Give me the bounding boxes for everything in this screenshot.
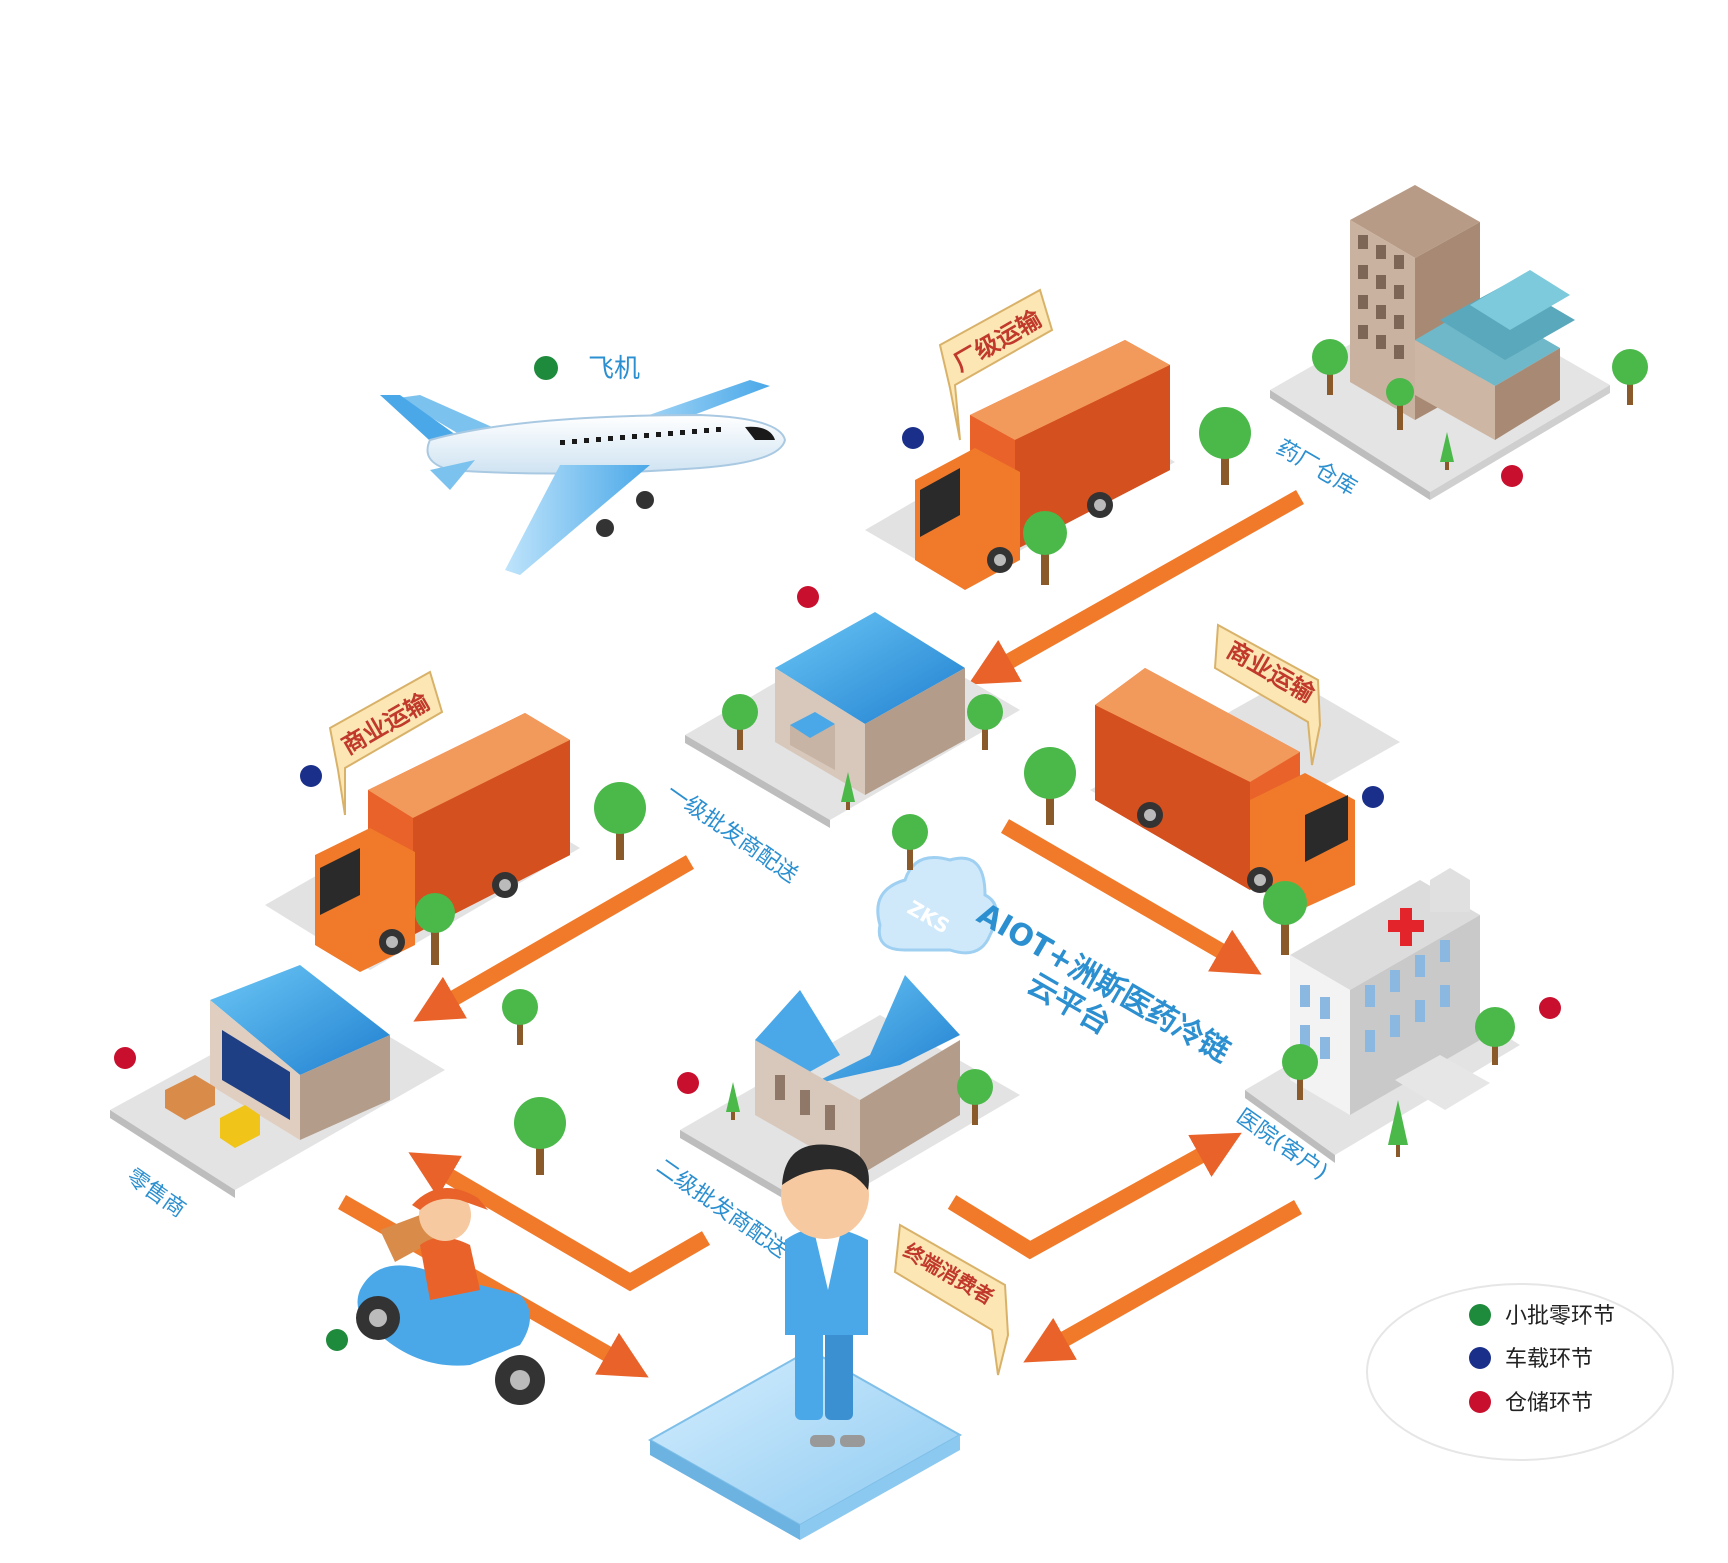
trees xyxy=(415,339,1648,1175)
factory-truck xyxy=(865,340,1175,590)
end-consumer-tag: 终端消费者 xyxy=(893,1223,1010,1376)
arrow-secondary-to-hospital xyxy=(947,1132,1242,1260)
legend-item-storage: 仓储环节 xyxy=(1469,1391,1593,1416)
legend-dot-small-retail xyxy=(1469,1304,1491,1326)
tree xyxy=(502,989,538,1045)
arrow-truck-to-hospital xyxy=(1000,819,1262,975)
tree xyxy=(1263,881,1307,955)
legend-label-storage: 仓储环节 xyxy=(1505,1391,1593,1416)
tree-cone xyxy=(1440,432,1454,470)
retailer-label: 零售商 xyxy=(122,1164,190,1222)
legend-item-small-retail: 小批零环节 xyxy=(1469,1304,1615,1329)
primary-wholesaler-storage-dot xyxy=(797,586,819,608)
cloud-platform: ZKS xyxy=(876,856,998,955)
legend-dot-storage xyxy=(1469,1391,1491,1413)
tree xyxy=(957,1069,993,1125)
tree xyxy=(1199,407,1251,485)
commercial-truck-right xyxy=(1090,668,1400,910)
factory-truck-vehicle-dot xyxy=(902,427,924,449)
scooter-retail-dot xyxy=(326,1329,348,1351)
end-consumer xyxy=(647,1144,963,1540)
retailer-storage-dot xyxy=(114,1047,136,1069)
warehouse-windows xyxy=(1358,235,1404,359)
hospital xyxy=(1245,868,1520,1163)
commercial-truck-left xyxy=(265,713,580,972)
tree-cone xyxy=(1388,1100,1408,1157)
legend-item-vehicle: 车载环节 xyxy=(1469,1347,1593,1372)
airplane xyxy=(380,380,787,575)
pharma-warehouse xyxy=(1270,185,1610,500)
scooter-courier xyxy=(356,1188,545,1405)
primary-wholesaler-building xyxy=(685,612,1020,828)
tree xyxy=(1023,511,1067,585)
tree xyxy=(1612,349,1648,405)
tree xyxy=(1386,378,1414,430)
legend: 小批零环节 车载环节 仓储环节 xyxy=(1366,1283,1674,1461)
hospital-cross xyxy=(1388,908,1424,946)
tree xyxy=(1282,1044,1318,1100)
retailer-warehouse xyxy=(110,965,445,1198)
tree xyxy=(514,1097,566,1175)
legend-label-vehicle: 车载环节 xyxy=(1505,1347,1593,1372)
tree xyxy=(415,893,455,965)
tree-cone xyxy=(841,772,855,810)
arrow-secondary-to-retail xyxy=(408,1152,711,1292)
tree-cone xyxy=(726,1082,740,1120)
tree xyxy=(967,694,1003,750)
airplane-label: 飞机 xyxy=(588,354,640,384)
tree xyxy=(1312,339,1348,395)
commercial-truck-right-vehicle-dot xyxy=(1362,786,1384,808)
hospital-storage-dot xyxy=(1539,997,1561,1019)
hospital-windows xyxy=(1300,940,1450,1059)
tree xyxy=(1024,747,1076,825)
arrow-primary-to-retailer xyxy=(413,855,694,1022)
legend-dot-vehicle xyxy=(1469,1347,1491,1369)
arrow-hospital-to-consumer xyxy=(1023,1200,1302,1363)
tree xyxy=(892,814,928,870)
airplane-legend-dot xyxy=(534,356,558,380)
legend-label-small-retail: 小批零环节 xyxy=(1505,1304,1615,1329)
cloud-title-line1: AIOT+洲斯医药冷链 xyxy=(971,897,1236,1070)
secondary-wholesaler-storage-dot xyxy=(677,1072,699,1094)
commercial-truck-left-vehicle-dot xyxy=(300,765,322,787)
legend-background xyxy=(1366,1283,1674,1461)
tree xyxy=(594,782,646,860)
secondary-wholesaler-building xyxy=(680,975,1020,1220)
tree xyxy=(1475,1007,1515,1065)
arrow-warehouse-to-primary xyxy=(968,490,1304,685)
warehouse-storage-dot xyxy=(1501,465,1523,487)
tree xyxy=(722,694,758,750)
